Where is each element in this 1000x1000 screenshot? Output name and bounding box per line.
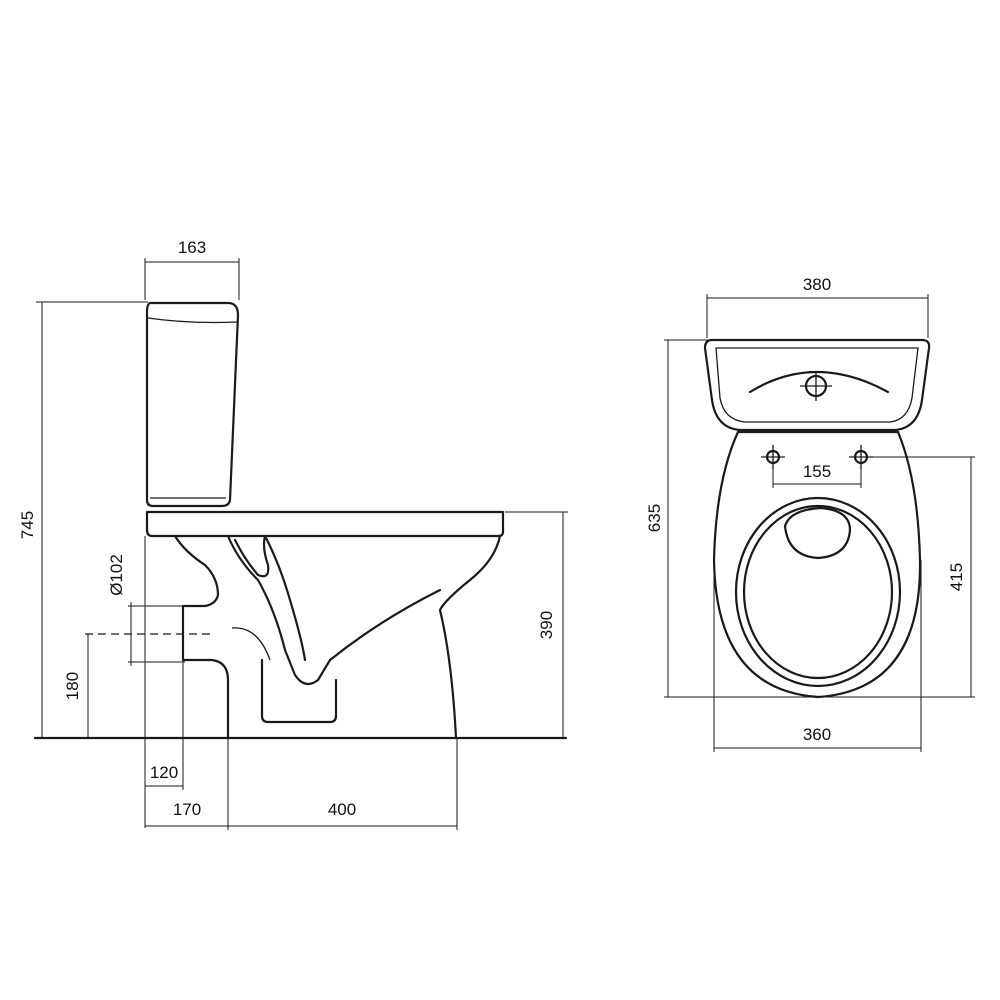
flush-arc <box>748 371 890 394</box>
dim-total-depth: 635 <box>645 339 975 698</box>
inner-curve <box>231 627 271 661</box>
bowl-body <box>173 534 230 740</box>
trap-inner <box>226 534 442 686</box>
dim-tank-depth: 163 <box>144 238 240 300</box>
dim-base-lengths: 170 400 <box>145 738 458 830</box>
dim-hole-spacing: 155 <box>772 462 862 488</box>
label-wall-to-base: 170 <box>173 800 201 819</box>
side-view: 163 745 Ø102 180 120 <box>18 238 568 830</box>
label-outlet-height: 180 <box>63 672 82 700</box>
label-bowl-width: 360 <box>803 725 831 744</box>
trap-outer <box>263 534 307 662</box>
trap-bend <box>233 534 270 578</box>
dim-hole-to-front: 415 <box>868 456 975 697</box>
label-hole-spacing: 155 <box>803 462 831 481</box>
tank-inner <box>715 347 919 423</box>
dim-pipe-diameter: Ø102 <box>107 554 185 666</box>
dim-bowl-width: 360 <box>713 560 922 752</box>
dim-outlet-offset: 120 <box>144 536 184 828</box>
toilet-seat <box>145 510 505 538</box>
top-view: 380 635 155 415 360 <box>645 275 975 752</box>
label-total-depth: 635 <box>645 504 664 532</box>
bowl-front <box>438 534 502 740</box>
label-tank-width: 380 <box>803 275 831 294</box>
dim-outlet-height: 180 <box>63 634 89 738</box>
label-base-length: 400 <box>328 800 356 819</box>
seat-ring <box>734 496 902 688</box>
trap-bottom <box>260 658 338 724</box>
dim-seat-height: 390 <box>505 511 568 738</box>
cistern-tank <box>145 301 240 508</box>
tank-top <box>703 338 931 432</box>
label-seat-height: 390 <box>537 611 556 639</box>
dim-tank-width: 380 <box>706 275 929 338</box>
seat-inner <box>742 504 894 680</box>
cistern-lid <box>147 317 238 324</box>
label-total-height: 745 <box>18 511 37 539</box>
dim-total-height: 745 <box>18 301 148 738</box>
label-outlet-offset: 120 <box>150 763 178 782</box>
label-hole-to-front: 415 <box>947 563 966 591</box>
water-area <box>783 506 852 560</box>
label-tank-depth: 163 <box>178 238 206 257</box>
label-pipe-diameter: Ø102 <box>107 554 126 596</box>
